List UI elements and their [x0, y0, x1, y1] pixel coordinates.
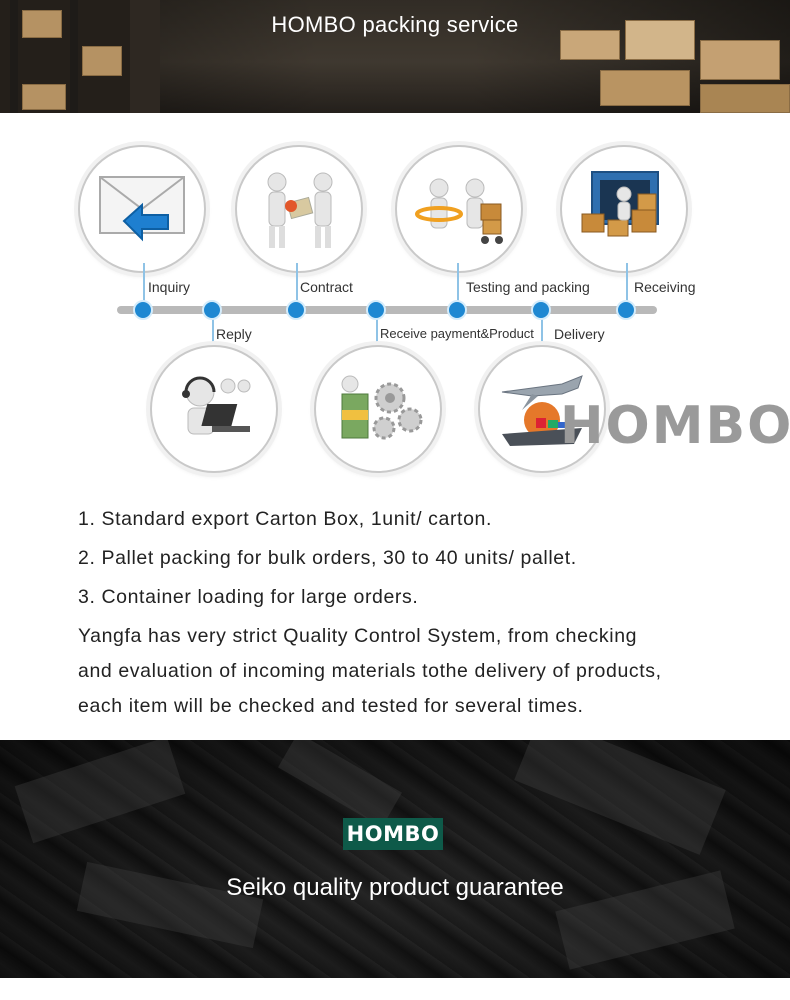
- step-dot-inquiry: [133, 300, 153, 320]
- step-label-testing-packing: Testing and packing: [466, 279, 590, 295]
- footer-caption: Seiko quality product guarantee: [226, 874, 564, 901]
- step-label-receiving: Receiving: [634, 279, 696, 295]
- paragraph-line: each item will be checked and tested for…: [78, 695, 584, 717]
- step-label-receive-payment: Receive payment&Product: [380, 326, 534, 341]
- contract-handshake-icon: [235, 145, 363, 273]
- footer-banner: HOMBO Seiko quality product guarantee: [0, 740, 790, 978]
- hombo-logo: HOMBO: [343, 818, 443, 850]
- delivery-plane-ship-icon: [478, 345, 606, 473]
- step-label-reply: Reply: [216, 326, 252, 342]
- hombo-watermark: HOMBO: [560, 396, 790, 456]
- process-timeline: [117, 306, 657, 314]
- testing-packing-icon: [395, 145, 523, 273]
- step-dot-receive-payment: [366, 300, 386, 320]
- step-dot-delivery: [531, 300, 551, 320]
- step-dot-testing-packing: [447, 300, 467, 320]
- payment-money-gears-icon: [314, 345, 442, 473]
- list-item: 2. Pallet packing for bulk orders, 30 to…: [78, 547, 577, 569]
- list-item: 1. Standard export Carton Box, 1unit/ ca…: [78, 508, 492, 530]
- reply-call-center-icon: [150, 345, 278, 473]
- process-diagram: Inquiry Reply Contract Receive payment&P…: [0, 113, 790, 493]
- receiving-container-icon: [560, 145, 688, 273]
- paragraph-line: and evaluation of incoming materials tot…: [78, 660, 662, 682]
- step-label-contract: Contract: [300, 279, 353, 295]
- inquiry-envelope-icon: [78, 145, 206, 273]
- step-dot-reply: [202, 300, 222, 320]
- paragraph-line: Yangfa has very strict Quality Control S…: [78, 625, 638, 647]
- step-label-inquiry: Inquiry: [148, 279, 191, 295]
- list-item: 3. Container loading for large orders.: [78, 586, 419, 608]
- step-dot-contract: [286, 300, 306, 320]
- page-title: HOMBO packing service: [271, 12, 519, 37]
- header-banner: HOMBO packing service: [0, 0, 790, 113]
- packing-info: 1. Standard export Carton Box, 1unit/ ca…: [78, 506, 758, 724]
- step-label-delivery: Delivery: [554, 326, 605, 342]
- quality-paragraph: Yangfa has very strict Quality Control S…: [78, 619, 758, 724]
- bottom-strip: [0, 978, 790, 1000]
- step-dot-receiving: [616, 300, 636, 320]
